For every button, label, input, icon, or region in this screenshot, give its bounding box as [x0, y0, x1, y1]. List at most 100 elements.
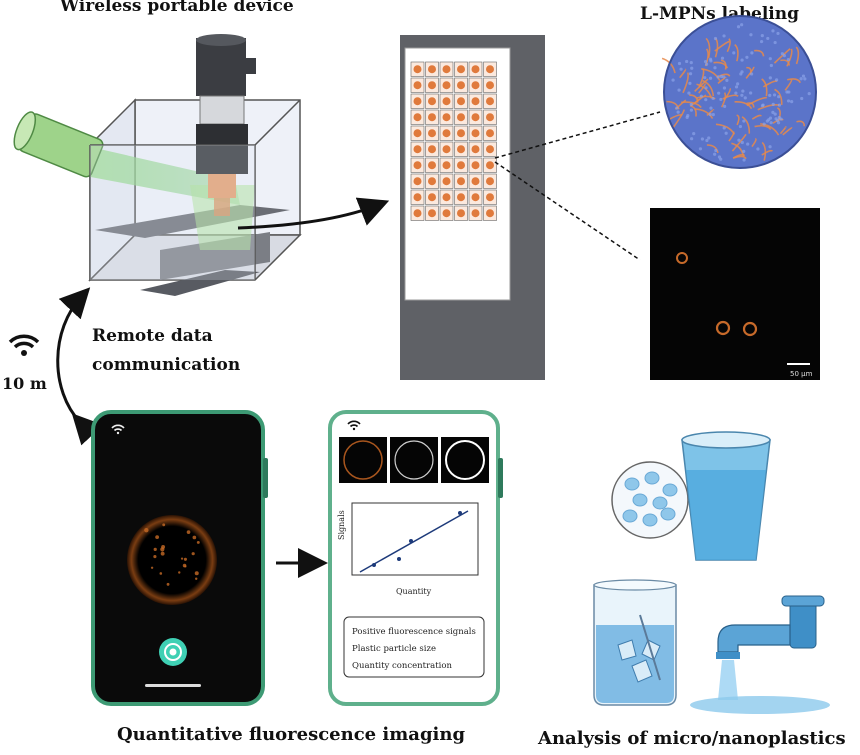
well-particle [486, 145, 494, 154]
cup-icon [681, 431, 771, 561]
microplastic-particle [622, 509, 638, 523]
well-particle [471, 209, 480, 218]
well-particle [471, 145, 480, 154]
well-particle [428, 161, 436, 170]
result-line-2: Plastic particle size [352, 644, 436, 654]
well-particle [428, 209, 436, 218]
well-particle [471, 81, 480, 90]
well-particle [486, 129, 494, 138]
well-particle [428, 113, 436, 122]
phone2-axis-y: Signals [337, 510, 346, 540]
well-particle [457, 161, 465, 170]
well-particle [428, 177, 436, 186]
camera-shutter-icon [159, 638, 187, 666]
well-array [410, 61, 497, 221]
microplastic-particle [624, 477, 640, 491]
phone-analysis: Signals Quantity Positive fluorescence s… [328, 410, 503, 706]
well-particle [428, 145, 436, 154]
well-particle [486, 193, 494, 202]
well-particle [471, 113, 480, 122]
remote-line1: Remote data [92, 326, 213, 346]
l-mpn-particle [661, 15, 817, 169]
phone2-axis-x: Quantity [396, 587, 432, 596]
well-particle [486, 65, 494, 74]
well-particle [442, 161, 451, 170]
well-particle [442, 177, 451, 186]
well-particle [442, 129, 451, 138]
distance-label: 10 m [2, 374, 47, 393]
remote-arrow [56, 287, 104, 446]
microplastic-particle [632, 493, 648, 507]
well-particle [457, 145, 465, 154]
well-particle [471, 177, 480, 186]
well-particle [471, 65, 480, 74]
fluorescence-micrograph: 50 μm [650, 208, 820, 380]
well-particle [457, 177, 465, 186]
well-particle [442, 193, 451, 202]
well-particle [413, 145, 422, 154]
result-line-3: Quantity concentration [352, 661, 452, 671]
well-particle [471, 193, 480, 202]
well-particle [413, 161, 422, 170]
well-particle [428, 65, 436, 74]
well-particle [457, 81, 465, 90]
result-line-1: Positive fluorescence signals [352, 627, 476, 637]
well-particle [486, 209, 494, 218]
well-particle [457, 129, 465, 138]
well-particle [413, 177, 422, 186]
analysis-title: Analysis of micro/nanoplastics [538, 728, 846, 749]
microplastic-particle [662, 483, 678, 497]
scale-bar-label: 50 μm [790, 370, 813, 378]
microplastic-particle [644, 471, 660, 485]
well-particle [457, 97, 465, 106]
phone-camera [91, 410, 268, 706]
well-particle [471, 97, 480, 106]
device-title: Wireless portable device [60, 0, 294, 16]
well-particle [428, 193, 436, 202]
well-particle [486, 177, 494, 186]
device-illustration [13, 34, 302, 296]
arrow-to-chip [237, 197, 390, 230]
well-particle [471, 161, 480, 170]
well-particle [486, 113, 494, 122]
well-particle [442, 113, 451, 122]
well-particle [457, 193, 465, 202]
well-particle [486, 97, 494, 106]
well-particle [428, 97, 436, 106]
well-particle [413, 113, 422, 122]
well-particle [442, 209, 451, 218]
faucet-icon [690, 595, 830, 714]
well-particle [457, 209, 465, 218]
well-particle [442, 145, 451, 154]
well-particle [442, 81, 451, 90]
well-particle [413, 209, 422, 218]
magnified-particles [611, 461, 689, 539]
well-particle [442, 97, 451, 106]
microplastic-particle [660, 507, 676, 521]
wifi-icon [8, 334, 40, 356]
microplastic-particle [652, 496, 668, 510]
remote-line2: communication [92, 355, 241, 375]
droplet-image [127, 515, 217, 605]
phone2-wifi-icon [347, 420, 361, 431]
well-particle [428, 129, 436, 138]
phone1-wifi-icon [111, 424, 125, 435]
zoom-line-bottom [494, 161, 641, 261]
imaging-title: Quantitative fluorescence imaging [117, 724, 466, 745]
well-particle [413, 97, 422, 106]
well-particle [486, 161, 494, 170]
zoom-line-top [494, 111, 661, 159]
beaker-icon [593, 579, 677, 706]
well-particle [457, 65, 465, 74]
well-particle [442, 65, 451, 74]
microplastic-particle [642, 513, 658, 527]
well-particle [413, 129, 422, 138]
well-particle [428, 81, 436, 90]
well-particle [413, 81, 422, 90]
well-particle [413, 193, 422, 202]
well-particle [457, 113, 465, 122]
well-particle [413, 65, 422, 74]
well-particle [486, 81, 494, 90]
well-particle [471, 129, 480, 138]
